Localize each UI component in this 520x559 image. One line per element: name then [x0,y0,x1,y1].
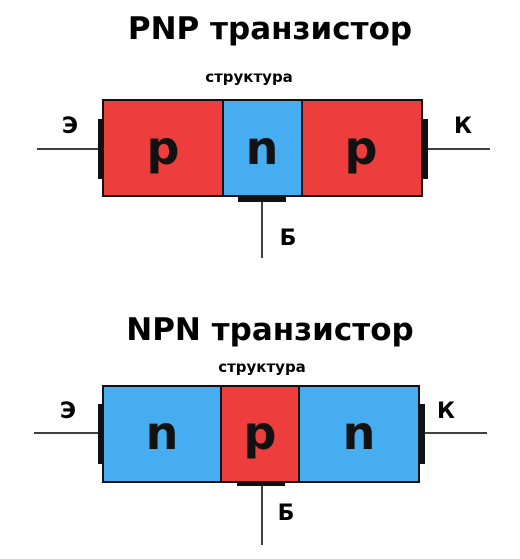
pnp-diagram: PNP транзистор структура p n p Э К Б [37,11,490,258]
pnp-base-label: Б [280,226,297,251]
npn-emitter-label: Э [60,399,76,424]
pnp-collector-region [301,99,423,197]
pnp-title: PNP транзистор [128,11,412,47]
npn-diagram: NPN транзистор структура n p n Э К Б [34,312,487,545]
pnp-emitter-label: Э [62,114,78,139]
npn-title: NPN транзистор [126,312,413,348]
pnp-collector-letter: p [345,121,378,175]
pnp-base-letter: n [246,121,279,175]
pnp-collector-label: К [454,114,472,139]
npn-collector-contact [417,404,425,464]
npn-collector-letter: n [343,406,376,460]
npn-structure-label: структура [218,358,306,376]
npn-collector-region [298,385,420,483]
pnp-emitter-letter: p [147,121,180,175]
pnp-emitter-region [102,99,224,197]
npn-collector-label: К [437,399,455,424]
npn-base-letter: p [244,406,277,460]
npn-emitter-letter: n [146,406,179,460]
pnp-structure-label: структура [205,68,293,86]
pnp-base-contact [238,195,286,202]
pnp-base-region [222,99,303,197]
npn-base-label: Б [278,501,295,526]
pnp-collector-contact [420,119,428,179]
